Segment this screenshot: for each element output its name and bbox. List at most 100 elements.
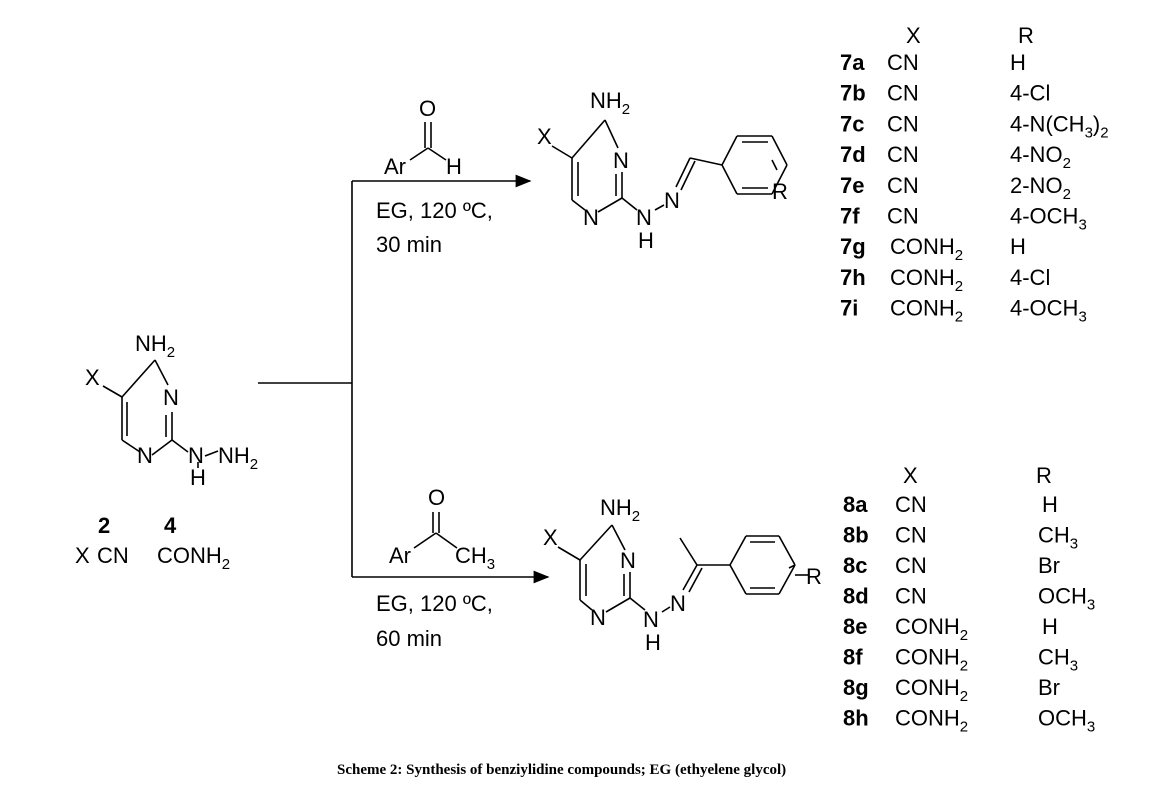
table-8-row-r: CH3	[1038, 645, 1078, 675]
table-7-row-r: H	[1010, 234, 1026, 259]
top-conditions-line1: EG, 120 ºC,	[376, 198, 493, 223]
bottom-conditions-line1: EG, 120 ºC,	[376, 591, 493, 616]
sm-h-label: H	[190, 465, 206, 490]
table-8-row-id: 8a	[843, 492, 868, 517]
sm-nh2-tail-label: NH2	[218, 443, 258, 473]
reaction-arrows	[258, 174, 550, 584]
table-7-row-r: H	[1010, 50, 1026, 75]
table-8-row-id: 8f	[843, 645, 863, 670]
p7-n1-label: N	[613, 148, 629, 173]
table-7-row-id: 7c	[840, 111, 864, 136]
p8-n3-label: N	[670, 591, 686, 616]
ketone-reagent: O Ar CH3	[389, 485, 495, 573]
table-8-row-r: CH3	[1038, 523, 1078, 553]
starting-material-structure: X NH2 N N N H NH2	[85, 331, 258, 490]
sm-nh-label: N	[188, 443, 204, 468]
table-8-row-id: 8b	[843, 523, 869, 548]
compound-id-2: 2	[98, 513, 110, 538]
table-8-row-r: Br	[1038, 675, 1060, 700]
table-7-row-r: 4-Cl	[1010, 265, 1050, 290]
p8-x-label: X	[543, 525, 558, 550]
table-7-row-id: 7g	[840, 234, 866, 259]
starting-material-legend: 2 4 X CN CONH2	[75, 513, 230, 573]
table-7-row-id: 7h	[840, 265, 866, 290]
sm-x-header: X	[75, 543, 90, 568]
table-8-row-id: 8c	[843, 553, 867, 578]
table-7-row-r: 4-OCH3	[1010, 204, 1087, 234]
sm-x-label: X	[85, 365, 100, 390]
table-7-row-r: 4-OCH3	[1010, 296, 1087, 326]
sm-value-conh2: CONH2	[157, 543, 230, 573]
table-8-row-x: CN	[895, 553, 927, 578]
table-8-row-x: CN	[895, 584, 927, 609]
table-8-row-x: CONH2	[895, 675, 968, 705]
scheme-caption: Scheme 2: Synthesis of benziylidine comp…	[337, 762, 786, 778]
aldehyde-reagent: O Ar H	[384, 96, 462, 179]
table-7-row-x: CN	[887, 81, 919, 106]
table-7-row-r: 4-Cl	[1010, 81, 1050, 106]
sm-n2-label: N	[137, 443, 153, 468]
table-8-row-r: OCH3	[1038, 584, 1095, 614]
ketone-o-label: O	[428, 485, 445, 510]
table-8-row-id: 8e	[843, 614, 867, 639]
table-7-row-id: 7d	[840, 142, 866, 167]
table-7-row-x: CONH2	[890, 265, 963, 295]
p8-n1-label: N	[620, 548, 636, 573]
product-8-structure: NH2 X N N N H N R	[543, 495, 822, 655]
table-8-row-id: 8g	[843, 675, 869, 700]
sm-nh2-label: NH2	[135, 331, 175, 361]
product-7-structure: NH2 X N N N H N R	[537, 88, 788, 253]
table-7-row-r: 4-N(CH3)2	[1010, 111, 1109, 141]
ketone-ar-label: Ar	[389, 543, 411, 568]
table-8-row-x: CN	[895, 492, 927, 517]
table-7-row-x: CONH2	[890, 234, 963, 264]
table-7-row-x: CN	[887, 111, 919, 136]
p7-n3-label: N	[664, 188, 680, 213]
table-8-row-r: H	[1042, 492, 1058, 517]
p8-r-label: R	[806, 564, 822, 589]
table-7-row-x: CN	[887, 50, 919, 75]
table-8-row-id: 8d	[843, 584, 869, 609]
table-7-row-id: 7i	[840, 296, 858, 321]
table-8-row-r: OCH3	[1038, 706, 1095, 736]
aldehyde-h-label: H	[446, 154, 462, 179]
sm-n1-label: N	[163, 385, 179, 410]
table-8-row-x: CONH2	[895, 706, 968, 736]
table-8-row-x: CONH2	[895, 614, 968, 644]
p7-h-label: H	[638, 228, 654, 253]
p8-n2-label: N	[590, 605, 606, 630]
p8-h-label: H	[645, 630, 661, 655]
table-7-row-r: 2-NO2	[1010, 173, 1071, 203]
top-conditions-line2: 30 min	[376, 232, 442, 257]
table-7-row-id: 7a	[840, 50, 865, 75]
table-7-row-x: CONH2	[890, 296, 963, 326]
table-8-row-r: Br	[1038, 553, 1060, 578]
compound-id-4: 4	[164, 513, 177, 538]
table-8-row-id: 8h	[843, 706, 869, 731]
sm-value-cn: CN	[97, 543, 129, 568]
p7-nh-label: N	[636, 205, 652, 230]
aldehyde-ar-label: Ar	[384, 154, 406, 179]
table-7-row-r: 4-NO2	[1010, 142, 1071, 172]
table-8-header-x: X	[903, 463, 918, 488]
table-7-header-r: R	[1018, 23, 1034, 48]
p8-nh2-label: NH2	[600, 495, 640, 525]
table-7-row-x: CN	[887, 173, 919, 198]
p7-n2-label: N	[583, 205, 599, 230]
table-7-row-id: 7e	[840, 173, 864, 198]
p7-r-label: R	[772, 179, 788, 204]
aldehyde-o-label: O	[419, 96, 436, 121]
table-8-row-x: CONH2	[895, 645, 968, 675]
p8-nh-label: N	[643, 607, 659, 632]
table-7-row-id: 7b	[840, 81, 866, 106]
table-7-row-x: CN	[887, 142, 919, 167]
table-7-header-x: X	[906, 23, 921, 48]
table-7-row-x: CN	[887, 204, 919, 229]
table-8-header-r: R	[1036, 463, 1052, 488]
table-7-row-id: 7f	[840, 204, 860, 229]
table-8-row-r: H	[1042, 614, 1058, 639]
ketone-ch3-label: CH3	[455, 543, 495, 573]
